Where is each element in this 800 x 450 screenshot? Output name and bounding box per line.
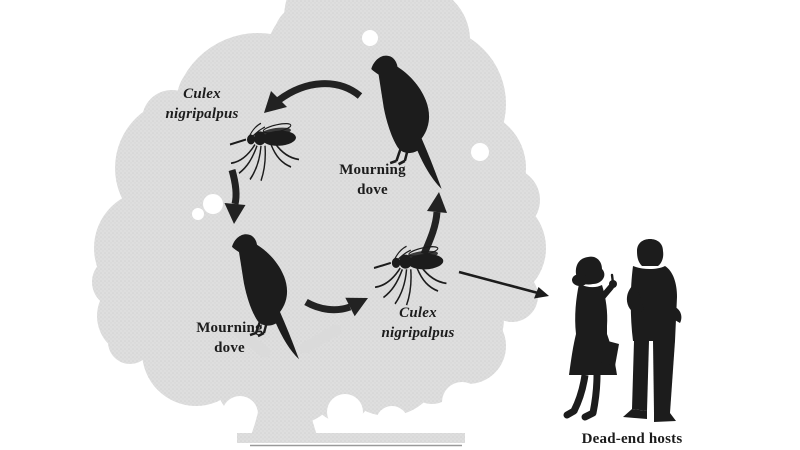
tree-trunk bbox=[230, 324, 465, 447]
cycle-arrow-icon bbox=[224, 80, 447, 317]
mosquito-icon bbox=[373, 245, 447, 306]
label-line: nigripalpus bbox=[381, 325, 455, 341]
label-line: Culex bbox=[399, 305, 437, 321]
label-line: nigripalpus bbox=[165, 106, 239, 122]
arrow-mosquito-to-dove-left bbox=[224, 169, 246, 224]
label-line: Mourning bbox=[196, 320, 263, 336]
tree-silhouette-icon bbox=[92, 0, 552, 447]
label-dead-end-hosts: Dead-end hosts bbox=[581, 431, 683, 447]
mourning-dove-icon bbox=[371, 55, 442, 189]
arrow-dove-to-mosquito-bottom bbox=[304, 297, 368, 317]
mourning-dove-icon bbox=[232, 234, 299, 360]
label-mourning-dove-center: Mourning dove bbox=[310, 160, 435, 200]
label-line: dove bbox=[214, 340, 245, 356]
label-culex-nigripalpus-top: Culex nigripalpus bbox=[139, 84, 265, 124]
label-line: Mourning bbox=[339, 162, 406, 178]
arrow-dove-to-mosquito-top bbox=[264, 80, 363, 113]
label-line: Culex bbox=[183, 86, 221, 102]
dead-end-arrow-icon bbox=[458, 270, 549, 299]
mosquito-icon bbox=[229, 122, 300, 182]
label-culex-nigripalpus-right: Culex nigripalpus bbox=[355, 303, 481, 343]
arrow-mosquito-to-dove-right bbox=[420, 192, 447, 256]
label-mourning-dove-bottom: Mourning dove bbox=[167, 318, 292, 358]
dead-end-hosts-icon bbox=[563, 239, 682, 422]
woman-icon bbox=[563, 256, 619, 421]
label-line: dove bbox=[357, 182, 388, 198]
man-icon bbox=[623, 239, 682, 422]
